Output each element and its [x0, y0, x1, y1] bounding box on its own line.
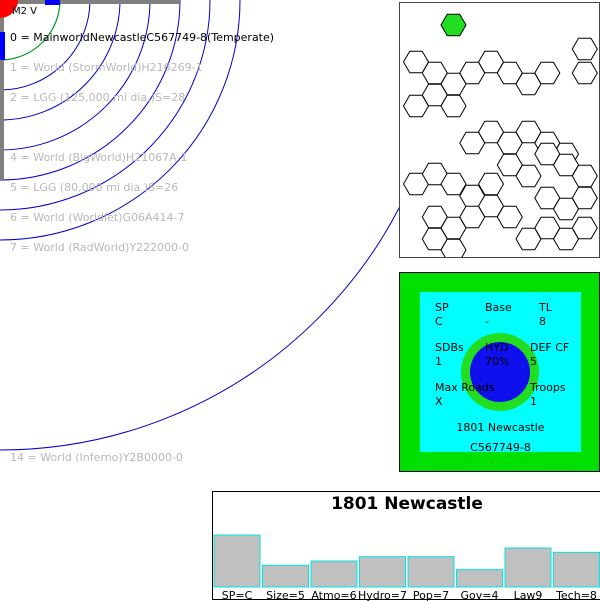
world-hex[interactable] [515, 164, 542, 188]
star-icon [0, 0, 18, 18]
troops-value: 1 [530, 395, 537, 408]
max-roads-value: X [435, 395, 443, 408]
orbit-label[interactable]: 4 = World (BigWorld)H21067A-1 [10, 151, 188, 164]
orbit-map [0, 0, 400, 451]
chart-title: 1801 Newcastle [331, 494, 483, 514]
world-stats-panel: SP C Base - TL 8 SDBs 1 HYD 70% DEF CF 5… [399, 272, 600, 472]
mainworld-hex[interactable] [440, 13, 467, 37]
hyd-value: 70% [485, 355, 510, 368]
orbit-ring [0, 0, 121, 121]
troops-label: Troops [530, 381, 566, 394]
orbit-label[interactable]: 6 = World (Worldlet)G06A414-7 [10, 211, 185, 224]
orbit-ring [0, 205, 400, 451]
sdbs-label: SDBs [435, 341, 464, 354]
world-uwp: C567749-8 [470, 441, 531, 454]
orbit-ring [0, 0, 241, 241]
sp-value: C [435, 315, 443, 328]
tick-label: Law9 [514, 589, 543, 601]
bar [310, 560, 358, 588]
world-stats-inner: SP C Base - TL 8 SDBs 1 HYD 70% DEF CF 5… [420, 292, 581, 454]
base-label: Base [485, 301, 512, 314]
tick-label: SP=C [222, 589, 253, 601]
world-hex[interactable] [571, 186, 598, 210]
orbit-label[interactable]: 2 = LGG (125,000 mi dia.)S=28 [10, 91, 186, 104]
orbit-ring [0, 0, 211, 211]
tick-label: Size=5 [266, 589, 305, 601]
tick-label: Tech=8 [555, 589, 597, 601]
subsector-hex-map[interactable] [399, 2, 600, 258]
bar [262, 564, 309, 588]
bar [456, 569, 503, 588]
tl-value: 8 [539, 315, 546, 328]
tick-label: Pop=7 [413, 589, 449, 601]
world-hex[interactable] [496, 205, 523, 229]
hex-grid-icon [402, 13, 598, 258]
planet-icon [470, 342, 530, 402]
orbit-marker [45, 0, 60, 5]
orbit-ring [0, 0, 91, 91]
sdbs-value: 1 [435, 355, 442, 368]
max-roads-label: Max Roads [435, 381, 495, 394]
tl-label: TL [539, 301, 552, 314]
frame-top-bar [0, 0, 180, 4]
world-hex[interactable] [534, 61, 561, 85]
base-value: - [485, 315, 489, 328]
orbit-label[interactable]: 1 = World (StormWorld)H216269-1 [10, 61, 203, 74]
frame-left-bar [0, 0, 4, 180]
tick-label: Gov=4 [461, 589, 499, 601]
tick-label: Hydro=7 [358, 589, 407, 601]
bar [407, 556, 455, 588]
def-value: 5 [530, 355, 537, 368]
tick-label: Atmo=6 [311, 589, 356, 601]
orbit-label[interactable]: 14 = World (Inferno)Y2B0000-0 [10, 451, 183, 464]
def-label: DEF CF [530, 341, 570, 354]
world-hex[interactable] [440, 238, 467, 258]
orbit-marker [0, 32, 5, 60]
bar [359, 556, 406, 588]
orbit-label[interactable]: 5 = LGG (80,000 mi dia.)S=26 [10, 181, 179, 194]
world-hex[interactable] [571, 37, 598, 61]
habitable-zone-arc [0, 0, 61, 61]
world-hex[interactable] [571, 61, 598, 85]
star-class-label: M2 V [12, 6, 38, 17]
bar [553, 551, 600, 588]
world-hex[interactable] [440, 94, 467, 118]
world-name: 1801 Newcastle [456, 421, 545, 434]
mainworld-orbit-label[interactable]: 0 = MainworldNewcastleC567749-8(Temperat… [10, 31, 275, 44]
world-hex[interactable] [440, 172, 467, 196]
orbit-ring [0, 0, 181, 181]
orbit-label[interactable]: 7 = World (RadWorld)Y222000-0 [10, 241, 190, 254]
world-hex[interactable] [571, 216, 598, 240]
orbit-ring [0, 0, 151, 151]
bar [213, 534, 261, 588]
bar [504, 547, 552, 588]
hyd-label: HYD [485, 341, 509, 354]
sp-label: SP [435, 301, 449, 314]
